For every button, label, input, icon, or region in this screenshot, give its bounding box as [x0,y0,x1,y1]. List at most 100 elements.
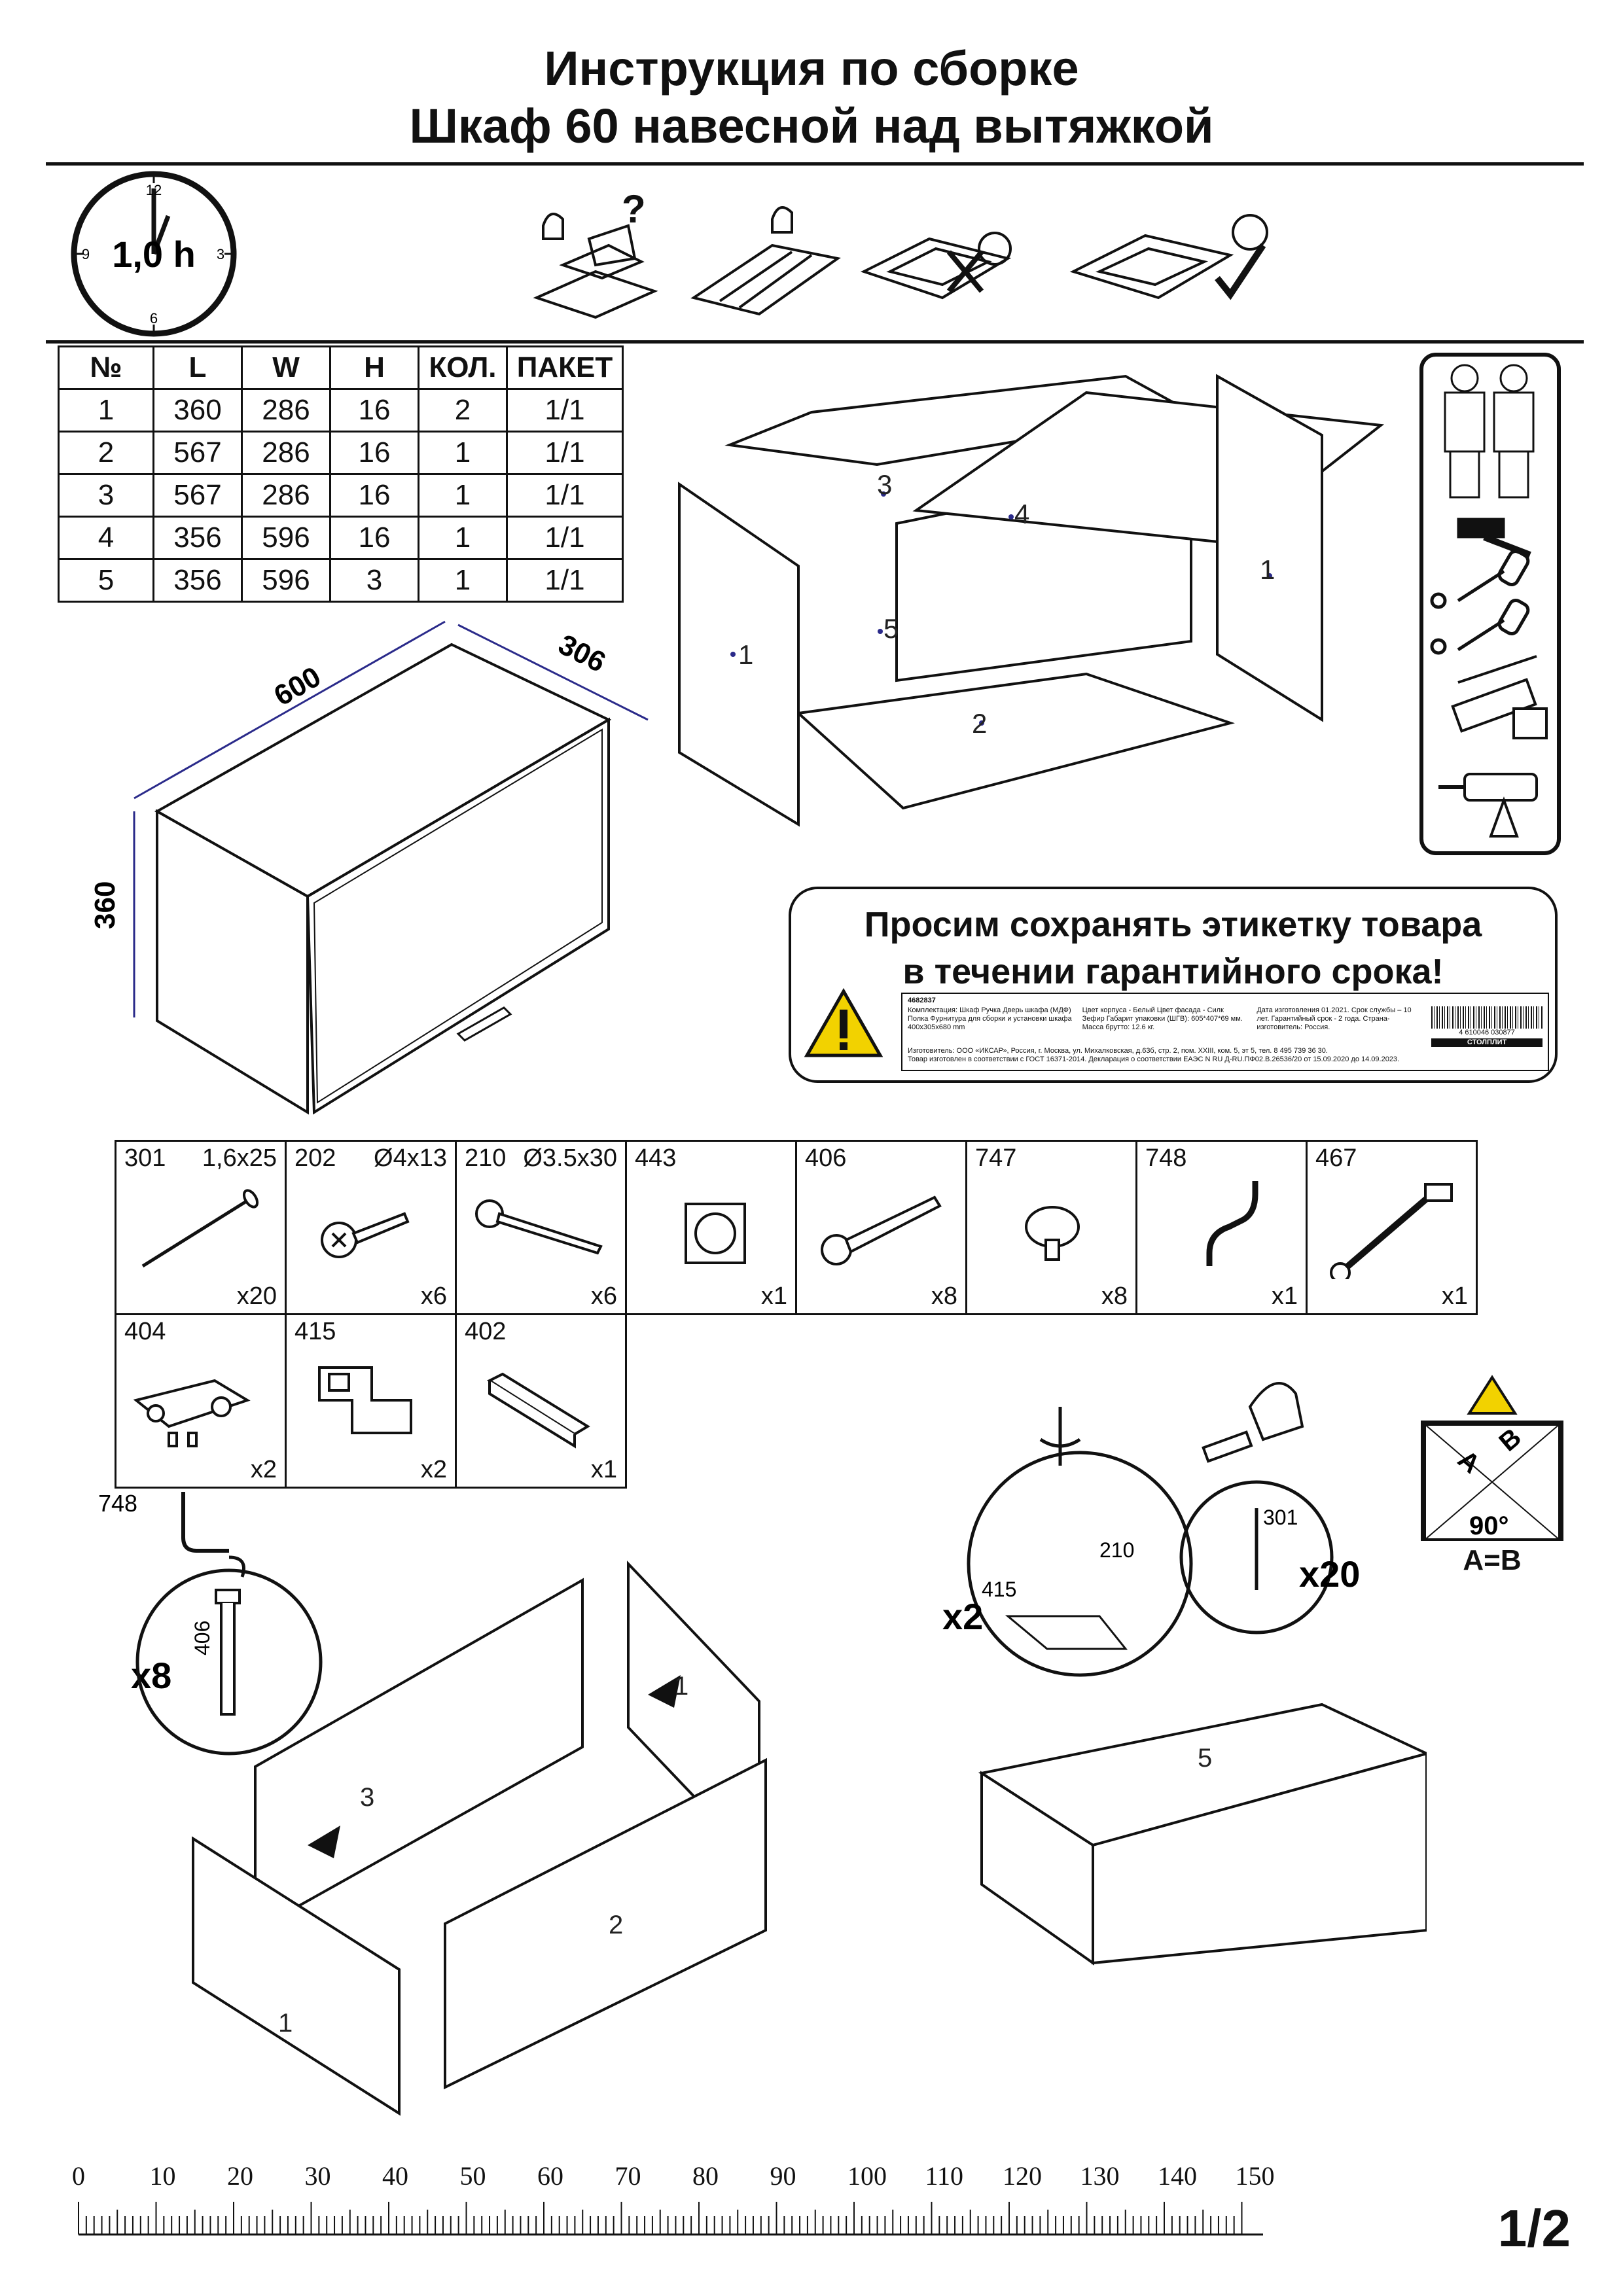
hardware-code: 748 [1145,1144,1187,1172]
table-cell: 1/1 [506,431,624,475]
hardware-code: 202 [294,1144,336,1172]
table-cell: 3 [58,473,154,518]
hardware-qty: x6 [590,1282,617,1310]
page-number: 1/2 [1497,2199,1571,2257]
ruler-number: 70 [615,2161,641,2191]
table-cell: 286 [241,388,331,433]
tools-panel [1419,353,1561,855]
ruler-number: 0 [72,2161,85,2191]
label-notice: Просим сохранять этикетку товара в течен… [789,887,1558,1083]
confirmat-icon [804,1174,959,1284]
mounting-plate-icon [1005,1615,1128,1650]
drill-icon [1438,773,1538,838]
table-cell: 2 [418,388,508,433]
plug-icon [974,1174,1129,1284]
table-cell: 567 [152,473,243,518]
col-header: H [329,345,419,390]
label-col-2: Цвет корпуса - Белый Цвет фасада - Силк … [1082,1006,1243,1031]
ruler-number: 50 [459,2161,486,2191]
panel-label-5: 5 [883,613,899,644]
ruler-number: 90 [770,2161,796,2191]
hardware-code: 467 [1315,1144,1357,1172]
flat-panels-icon [690,206,841,316]
product-label: 4682837 Комплектация: Шкаф Ручка Дверь ш… [901,993,1549,1071]
hardware-qty: x8 [931,1282,957,1310]
hardware-code: 406 [805,1144,847,1172]
clock-icon: 12 3 6 9 1,0 h [71,171,237,337]
panel-label-1-right: 1 [1260,554,1275,585]
step2-code-b: 210 [1099,1538,1134,1562]
table-cell: 360 [152,388,243,433]
brand-logo: СТОЛПЛИТ [1431,1038,1543,1047]
col-header: ПАКЕТ [506,345,624,390]
table-cell: 596 [241,516,331,560]
handle-icon [463,1348,618,1458]
table-cell: 1 [418,431,508,475]
ruler-number: 80 [692,2161,719,2191]
step2-multiplier-left: x2 [942,1596,983,1637]
clock-mark-3: 3 [217,246,224,262]
table-cell: 286 [241,431,331,475]
col-header: № [58,345,154,390]
hardware-qty: x1 [760,1282,787,1310]
header-divider [46,162,1584,166]
phillips-screwdriver-icon [1430,599,1530,655]
long-screw-icon [463,1174,618,1284]
hammer-icon [1457,518,1531,558]
clock-mark-12: 12 [146,182,162,198]
step2-code-a: 415 [982,1578,1016,1601]
label-code: 4682837 [908,997,936,1004]
step1-label-2: 2 [609,1911,623,1939]
diagonal-equation: A=B [1463,1544,1522,1576]
hardware-qty: x1 [590,1456,617,1483]
ruler-number: 130 [1080,2161,1120,2191]
table-header-row: № L W H КОЛ. ПАКЕТ [58,345,624,390]
step1-screw-code: 406 [190,1621,214,1655]
ruler-number: 20 [227,2161,253,2191]
soft-mat-icon [1069,214,1268,300]
ruler-number: 150 [1235,2161,1275,2191]
label-footer-2: Товар изготовлен в соответствии с ГОСТ 1… [908,1055,1400,1063]
ruler [78,2202,1263,2236]
awl-icon [1457,655,1537,684]
ruler-number: 110 [925,2161,964,2191]
hinge-icon [123,1348,278,1458]
notice-line-1: Просим сохранять этикетку товара [864,905,1482,944]
ruler-number: 40 [382,2161,408,2191]
col-header: КОЛ. [418,345,508,390]
ruler-number: 30 [304,2161,331,2191]
hardware-qty: x1 [1271,1282,1298,1310]
exploded-view-drawing: 3 4 5 1 1 2 [678,374,1385,827]
warning-icon: A B 90° [1421,1375,1563,1544]
clock-mark-6: 6 [150,310,158,327]
hardware-size: 1,6x25 [202,1144,277,1172]
label-col-1: Комплектация: Шкаф Ручка Дверь шкафа (МД… [908,1006,1072,1031]
label-footer-1: Изготовитель: ООО «ИКСАР», Россия, г. Мо… [908,1047,1328,1055]
hard-floor-icon [860,232,1012,300]
warning-icon [804,987,883,1057]
screwdriver-icon [1039,1407,1081,1466]
dimension-height: 360 [89,881,121,929]
table-cell: 567 [152,431,243,475]
title-line-2: Шкаф 60 навесной над вытяжкой [409,99,1214,153]
table-cell: 3 [329,558,419,603]
section-divider [46,340,1584,344]
notice-line-2: в течении гарантийного срока! [902,952,1444,991]
assembly-time: 1,0 h [112,234,196,275]
two-people-icon [1444,364,1535,499]
step1-label-3: 3 [360,1783,374,1812]
barcode-icon [1431,1006,1543,1029]
table-cell: 1/1 [506,558,624,603]
hardware-qty: x20 [236,1282,277,1310]
col-header: W [241,345,331,390]
table-cell: 16 [329,431,419,475]
table-cell: 2 [58,431,154,475]
